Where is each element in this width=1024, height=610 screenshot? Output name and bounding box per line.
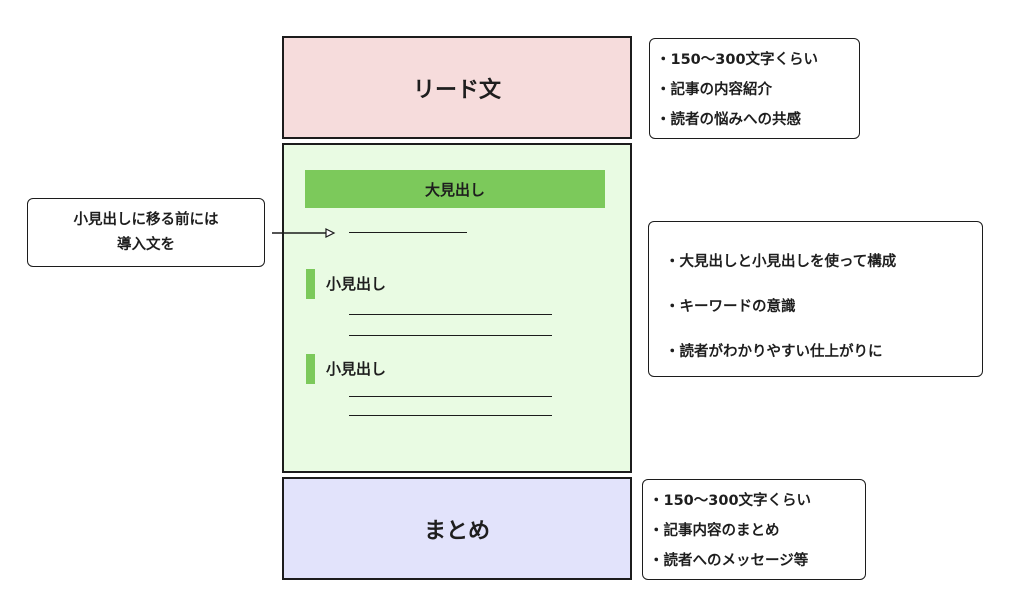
body-notes: 大見出しと小見出しを使って構成 キーワードの意識 読者がわかりやすい仕上がりに xyxy=(648,221,983,377)
main-heading-label: 大見出し xyxy=(424,180,485,199)
lead-section: リード文 xyxy=(282,36,632,139)
intro-text-line xyxy=(349,232,467,233)
body-note-item: 読者がわかりやすい仕上がりに xyxy=(665,330,982,375)
text-line xyxy=(349,415,552,416)
text-line xyxy=(349,335,552,336)
lead-note-item: 150〜300文字くらい xyxy=(656,45,859,75)
lead-label: リード文 xyxy=(412,77,501,103)
summary-note-item: 記事内容のまとめ xyxy=(649,516,865,546)
subheading-marker-1 xyxy=(306,269,315,299)
body-note-item: キーワードの意識 xyxy=(665,285,982,330)
lead-note-item: 読者の悩みへの共感 xyxy=(656,105,859,135)
lead-notes: 150〜300文字くらい 記事の内容紹介 読者の悩みへの共感 xyxy=(649,38,860,139)
arrow-right-icon xyxy=(272,228,336,238)
intro-note-line-1: 小見出しに移る前には xyxy=(73,211,219,228)
summary-section: まとめ xyxy=(282,477,632,580)
summary-label: まとめ xyxy=(423,518,490,544)
subheading-marker-2 xyxy=(306,354,315,384)
text-line xyxy=(349,314,552,315)
summary-notes: 150〜300文字くらい 記事内容のまとめ 読者へのメッセージ等 xyxy=(642,479,866,580)
text-line xyxy=(349,396,552,397)
lead-note-item: 記事の内容紹介 xyxy=(656,75,859,105)
subheading-label-1: 小見出し xyxy=(326,275,387,293)
intro-note-line-2: 導入文を xyxy=(117,236,175,253)
main-heading-bar: 大見出し xyxy=(305,170,605,208)
summary-note-item: 150〜300文字くらい xyxy=(649,486,865,516)
summary-note-item: 読者へのメッセージ等 xyxy=(649,546,865,576)
subheading-label-2: 小見出し xyxy=(326,360,387,378)
intro-note: 小見出しに移る前には 導入文を xyxy=(27,198,265,267)
body-note-item: 大見出しと小見出しを使って構成 xyxy=(665,240,982,285)
